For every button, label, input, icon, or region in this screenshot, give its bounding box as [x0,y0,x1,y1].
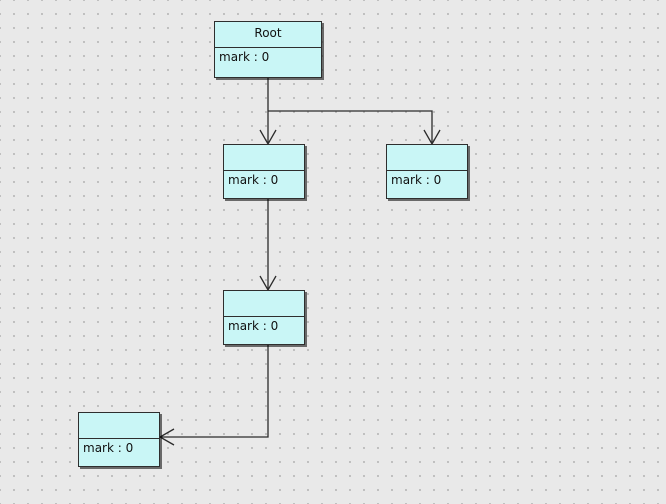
arrowhead-icon [158,428,175,446]
node-attribute: mark : 0 [391,173,442,187]
class-node-leaf[interactable]: mark : 0 [78,412,160,467]
edge-grandchild-to-leaf[interactable] [158,345,269,446]
node-attribute: mark : 0 [83,441,134,455]
class-node-child-right[interactable]: mark : 0 [386,144,468,199]
class-node-grandchild[interactable]: mark : 0 [223,290,305,345]
node-name [224,291,304,317]
edge-root-to-child-right[interactable] [268,110,441,146]
node-name [79,413,159,439]
class-node-child-left[interactable]: mark : 0 [223,144,305,199]
node-name [387,145,467,171]
node-attribute: mark : 0 [219,50,270,64]
node-name [224,145,304,171]
edge-child-left-to-grandchild[interactable] [259,199,277,292]
node-name: Root [215,22,321,48]
node-attribute: mark : 0 [228,319,279,333]
class-node-root[interactable]: Root mark : 0 [214,21,322,78]
node-attribute: mark : 0 [228,173,279,187]
